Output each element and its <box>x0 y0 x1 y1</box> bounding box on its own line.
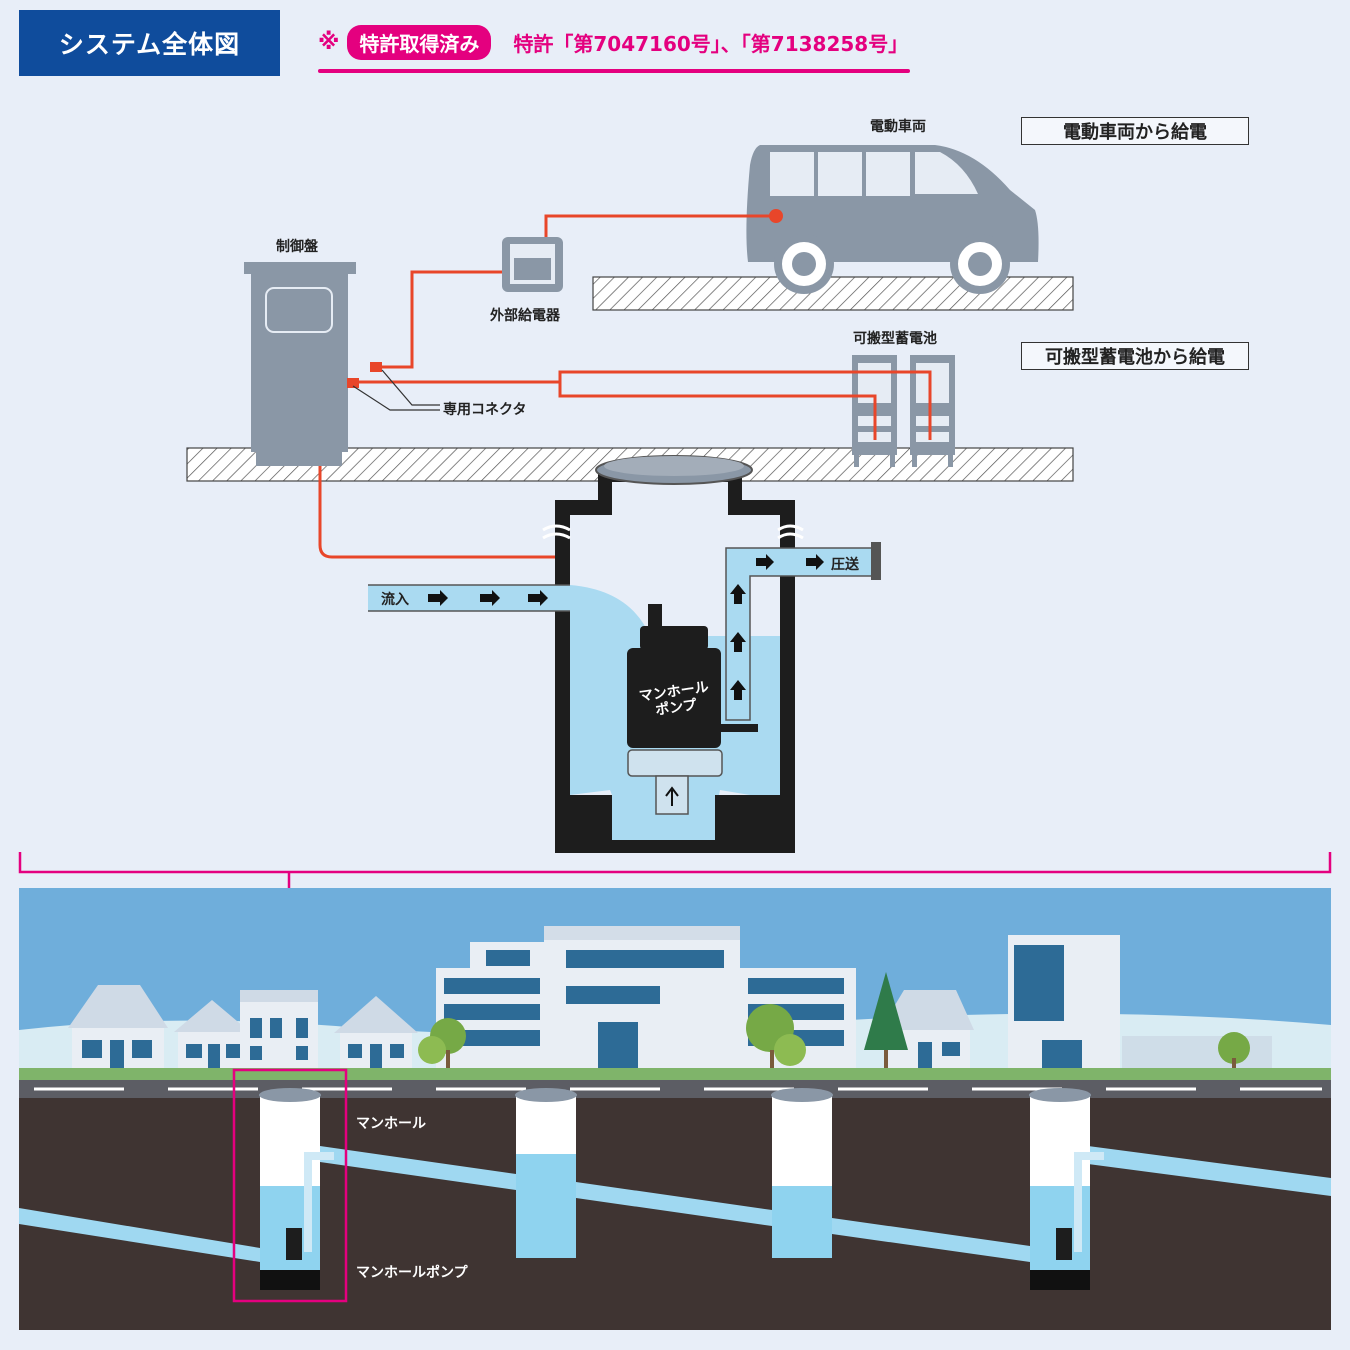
flow-arrows <box>428 554 824 700</box>
pressure-feed-label: 圧送 <box>831 557 859 573</box>
electric-vehicle-icon <box>746 145 1039 294</box>
external-charger-label: 外部給電器 <box>490 308 560 324</box>
trees <box>418 972 1250 1068</box>
connector-icon <box>370 362 382 372</box>
connector-icon-2 <box>347 378 359 388</box>
control-panel-icon <box>244 262 356 466</box>
manhole-1 <box>259 1088 334 1290</box>
soil <box>19 1098 1331 1330</box>
page-title: システム全体図 <box>19 10 280 76</box>
patent-notice: ※ 特許取得済み 特許「第7047160号」、「第7138258号」 <box>318 24 908 60</box>
vehicle-label: 電動車両 <box>870 119 926 135</box>
highlight-box <box>232 1068 348 1303</box>
connector-label: 専用コネクタ <box>443 402 527 418</box>
manhole-2 <box>515 1088 577 1258</box>
manhole-3 <box>771 1088 833 1258</box>
patent-mark: ※ <box>318 29 340 55</box>
manhole-label: マンホール <box>356 1116 426 1132</box>
power-cables <box>318 214 932 605</box>
mode-battery-supply: 可搬型蓄電池から給電 <box>1021 342 1249 370</box>
external-charger-icon <box>502 237 563 292</box>
patent-numbers: 特許「第7047160号」、「第7138258号」 <box>513 31 909 56</box>
patent-underline <box>318 69 910 73</box>
sewer-pipes <box>19 1146 1331 1262</box>
mode-vehicle-supply: 電動車両から給電 <box>1021 117 1249 145</box>
manhole-pump-icon <box>627 604 758 815</box>
patent-badge: 特許取得済み <box>347 24 492 60</box>
control-panel-label: 制御盤 <box>276 239 318 255</box>
manhole-4 <box>1029 1088 1104 1290</box>
discharge-pipe <box>725 542 881 721</box>
manhole-pump-label: マンホールポンプ <box>356 1265 468 1281</box>
portable-battery-label: 可搬型蓄電池 <box>853 331 937 347</box>
inflow-label: 流入 <box>381 592 409 608</box>
